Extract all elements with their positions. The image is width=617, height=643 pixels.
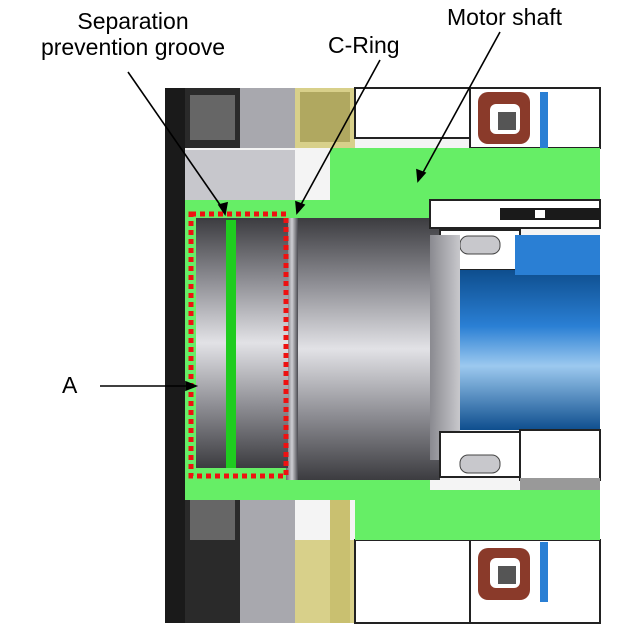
separation-prevention-groove [226, 220, 236, 468]
separation-label-line1: Separation [77, 8, 189, 34]
bearing-blue-rotor [455, 270, 600, 430]
c-ring-label: C-Ring [328, 32, 400, 58]
motor-shaft-label: Motor shaft [447, 4, 563, 30]
separation-label-line2: prevention groove [40, 34, 226, 60]
leader-lines [100, 31, 501, 392]
oil-seal-bottom [478, 542, 548, 602]
a-label: A [62, 372, 78, 398]
shaft-bore [290, 218, 440, 480]
c-ring [286, 218, 298, 480]
separation-prevention-groove-label: Separation prevention groove [8, 8, 258, 60]
oil-seal-top [478, 92, 548, 152]
dashed-highlight-box-a [188, 211, 289, 479]
bearing-assembly [429, 199, 601, 490]
